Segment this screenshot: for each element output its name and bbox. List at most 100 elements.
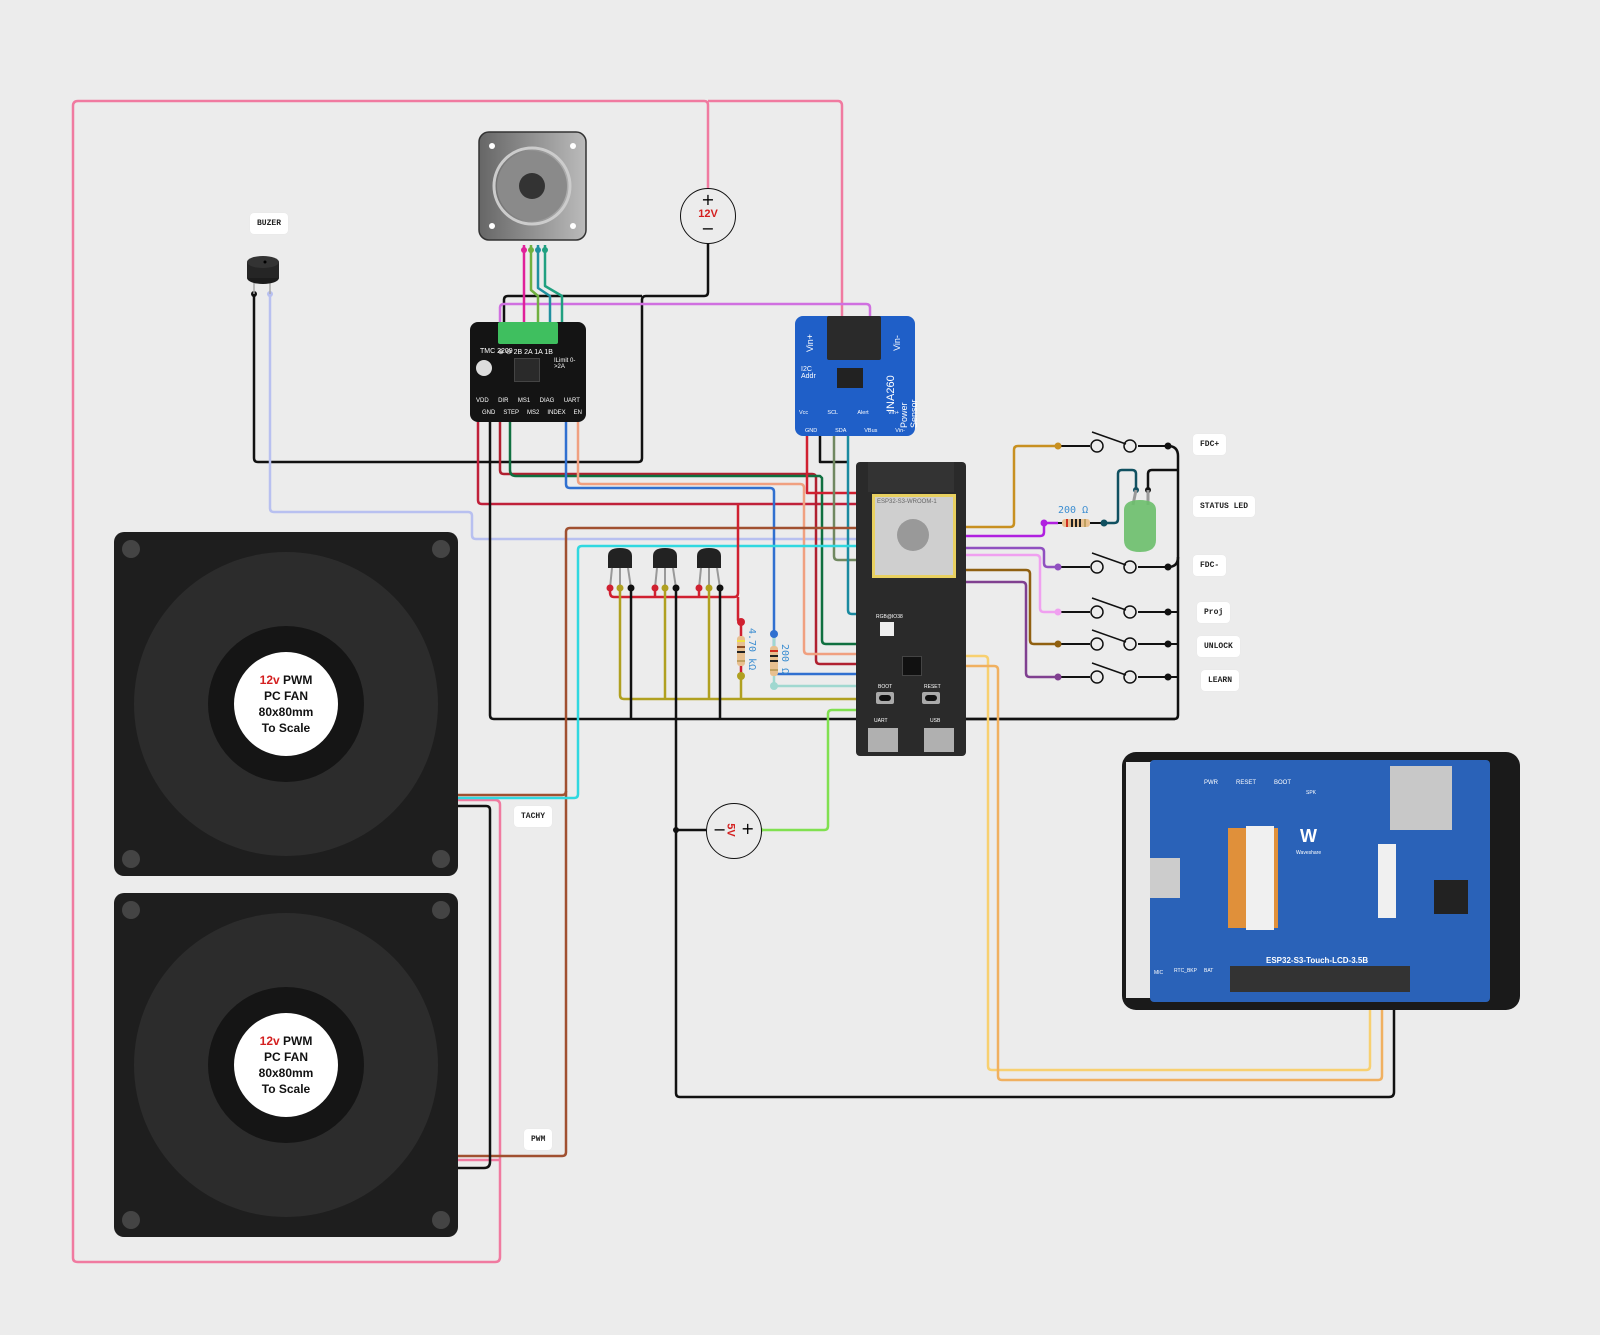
mic-label: MIC [1154,970,1164,976]
gpio-header [1230,966,1410,992]
espressif-logo-icon [897,519,929,551]
wire-12v-pink-ina [708,99,844,330]
display-chip [1434,880,1468,914]
wire-fan-gnd [445,804,492,1170]
reset-label: RESET [924,684,941,690]
bat-label: BAT [1204,968,1214,974]
antenna [868,462,954,492]
brand-label: Waveshare [1296,850,1322,856]
wire-fan-pwm [564,526,866,1152]
wire-learn [962,580,1058,679]
reset-button-label: RESET [1236,780,1257,786]
boot-label: BOOT [878,684,893,690]
wire-5v-gnd [674,828,1396,1099]
wire-stepper-d [543,245,564,328]
fan-label: 12v PWM PC FAN 80x80mm To Scale [234,652,338,756]
switch-fdc-minus [1090,552,1137,574]
label-learn: LEARN [1201,670,1240,691]
source-label: 12V [698,208,718,220]
driver-terminals: ⊕ ⊖ 2B 2A 1A 1B [498,349,553,356]
spk-label: SPK [1306,790,1317,796]
reset-button[interactable] [922,692,940,704]
usb-c-port [1150,858,1180,898]
wire-sensor-vcc [608,508,740,599]
power-source-5v: − 5V + [706,803,762,859]
driver-limit: ILimit 0->2A [554,358,576,370]
ina-chip [837,368,863,388]
wire-12v-gnd [252,240,710,464]
wire-fdc-plus [962,444,1058,529]
display-name: ESP32-S3-Touch-LCD-3.5B [1266,956,1369,965]
boot-button[interactable] [876,692,894,704]
wire-fan-tachy [445,544,866,800]
switch-rail [960,444,1180,721]
rgb-led-label: RGB@IO38 [876,614,903,620]
wire-stepper-c [536,245,552,328]
wire-12v-pink [71,99,710,1264]
mid-resistor-label: 200 Ω [779,644,790,675]
wire-buzzer-signal [268,294,862,541]
switches [1090,431,1137,684]
buzzer [247,256,279,294]
driver-name: TMC 2209 [480,348,513,355]
power-source-12v: + 12V − [680,188,736,244]
wire-led-cathode [1146,468,1178,490]
sd-card-slot [1390,766,1452,830]
mid-resistor [770,646,778,676]
wire-sensor-data [618,588,866,701]
uart-port [868,728,898,752]
label-pwm: PWM [524,1129,553,1150]
usb-label: USB [930,718,941,724]
led-resistor-label: 200 Ω [1058,505,1089,516]
wire-driver-en [576,422,866,656]
status-led-body [1124,489,1156,552]
fan-label: 12v PWM PC FAN 80x80mm To Scale [234,1013,338,1117]
label-proj: Proj [1197,602,1231,623]
led-resistor [1062,519,1090,527]
ina-terminal [827,316,881,360]
label-status-led: STATUS LED [1193,496,1256,517]
ina-i2c: I2C Addr [801,366,816,380]
rgb-led [880,622,894,636]
wire-unlock [962,568,1058,646]
wire-fan-pwm-2 [445,790,568,797]
uart-label: UART [874,718,888,724]
wire-proj [962,553,1058,614]
ina260-sensor: Vin+ Vin- I2C Addr INA260 Power Sensor V… [795,316,919,436]
esp32-s3-devkit: ESP32-S3-WROOM-1 RGB@IO38 BOOT RESET UAR… [856,462,966,756]
pwr-button-label: PWR [1204,780,1218,786]
rtc-label: RTC_BKP [1174,968,1197,974]
switch-proj [1090,597,1137,619]
stepper-motor [478,131,587,253]
terminal-block [498,322,558,344]
driver-chip [514,358,540,382]
wire-driver-dir [498,422,866,666]
switch-learn [1090,662,1137,684]
switch-fdc-plus [1090,431,1137,453]
wire-ina-gnd [818,430,848,464]
label-fdc-minus: FDC- [1193,555,1227,576]
label-fdc-plus: FDC+ [1193,434,1227,455]
ina-vin-plus: Vin+ [805,333,816,353]
waveshare-logo-icon: W [1300,826,1317,846]
wire-ina-vcc [805,430,866,495]
label-tachy: TACHY [514,806,553,827]
wire-display-tx [962,654,1372,1072]
usb-port [924,728,954,752]
wire-led-anode [1104,468,1138,525]
wire-ina-sda [846,430,866,616]
ina-vin-minus: Vin- [891,335,902,351]
source-label: 5V [724,823,737,837]
label-buzzer: BUZER [250,213,289,234]
module-name: ESP32-S3-WROOM-1 [877,499,937,505]
wire-display-rx [962,664,1384,1082]
temp-sensors [606,548,724,592]
wire-ina-scl [832,430,866,562]
wire-fdc-minus [962,546,1058,569]
label-unlock: UNLOCK [1197,636,1240,657]
